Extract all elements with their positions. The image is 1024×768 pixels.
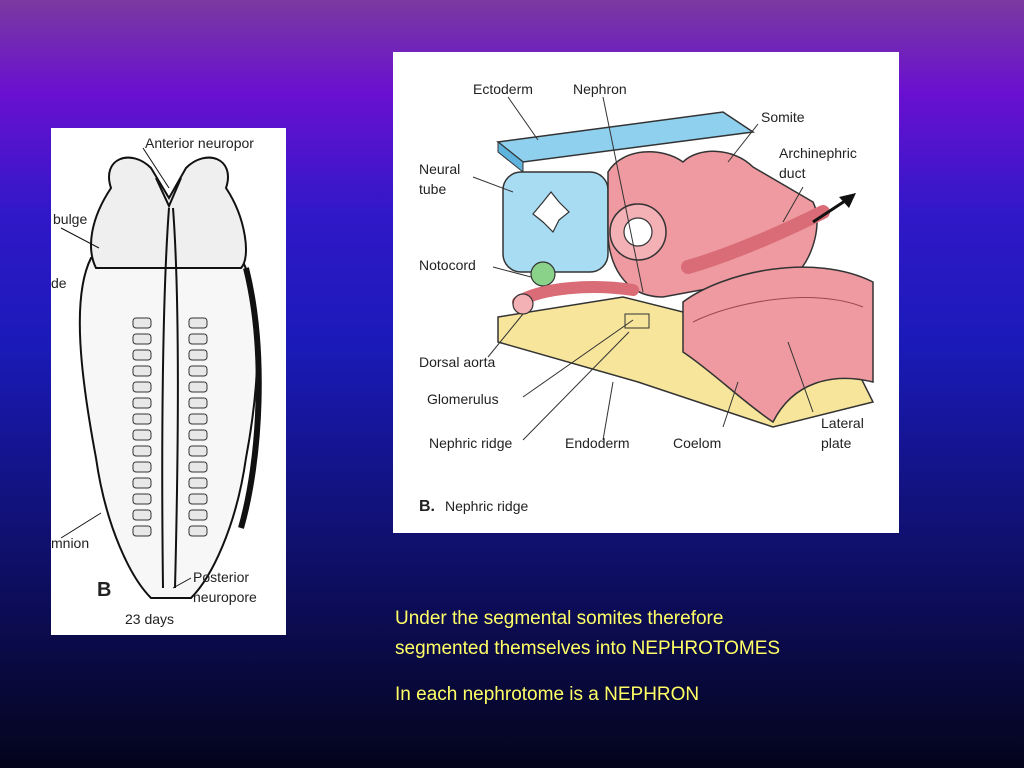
embryo-drawing: Anterior neuropor bulge de mnion Posteri… xyxy=(51,135,262,627)
label-neural-line1: Neural xyxy=(419,161,460,177)
label-archinephric-line1: Archinephric xyxy=(779,145,857,161)
figure-caption-text: Nephric ridge xyxy=(445,498,528,514)
label-partial-de: de xyxy=(51,275,67,291)
lateral-plate xyxy=(682,266,874,424)
panel-letter: B xyxy=(97,579,111,601)
label-neural-line2: tube xyxy=(419,181,446,197)
glomerulus-marker xyxy=(624,313,650,329)
label-somite: Somite xyxy=(761,109,805,125)
direction-arrow-icon xyxy=(839,193,856,208)
archinephric-duct xyxy=(681,205,830,274)
somite-block xyxy=(607,150,818,298)
label-ectoderm: Ectoderm xyxy=(473,81,533,97)
label-bulge: bulge xyxy=(53,211,87,227)
label-amnion: mnion xyxy=(51,535,89,551)
label-nephric-ridge: Nephric ridge xyxy=(429,435,512,451)
label-lateral-line1: Lateral xyxy=(821,415,864,431)
embryo-figure: Anterior neuropor bulge de mnion Posteri… xyxy=(51,128,286,635)
figure-caption-letter: B. xyxy=(419,498,435,515)
label-nephron: Nephron xyxy=(573,81,627,97)
label-endoderm: Endoderm xyxy=(565,435,630,451)
label-archinephric-line2: duct xyxy=(779,165,806,181)
somite-pairs xyxy=(132,317,208,537)
label-coelom: Coelom xyxy=(673,435,721,451)
label-anterior-neuropore: Anterior neuropor xyxy=(145,135,254,151)
slide-text-line1: Under the segmental somites therefore xyxy=(395,608,724,629)
label-notocord: Notocord xyxy=(419,257,476,273)
slide-text-line2: segmented themselves into NEPHROTOMES xyxy=(395,638,781,659)
label-posterior-neuropore-line2: neuropore xyxy=(193,589,257,605)
notocord xyxy=(530,261,556,287)
nephric-ridge-figure: Ectoderm Nephron Somite Archinephric duc… xyxy=(393,52,899,533)
label-glomerulus: Glomerulus xyxy=(427,391,499,407)
label-lateral-line2: plate xyxy=(821,435,852,451)
label-dorsal-aorta: Dorsal aorta xyxy=(419,354,495,370)
label-age: 23 days xyxy=(125,611,174,627)
nephric-ridge-drawing: Ectoderm Nephron Somite Archinephric duc… xyxy=(419,81,875,515)
slide-text-line3: In each nephrotome is a NEPHRON xyxy=(395,684,700,705)
label-posterior-neuropore-line1: Posterior xyxy=(193,569,249,585)
